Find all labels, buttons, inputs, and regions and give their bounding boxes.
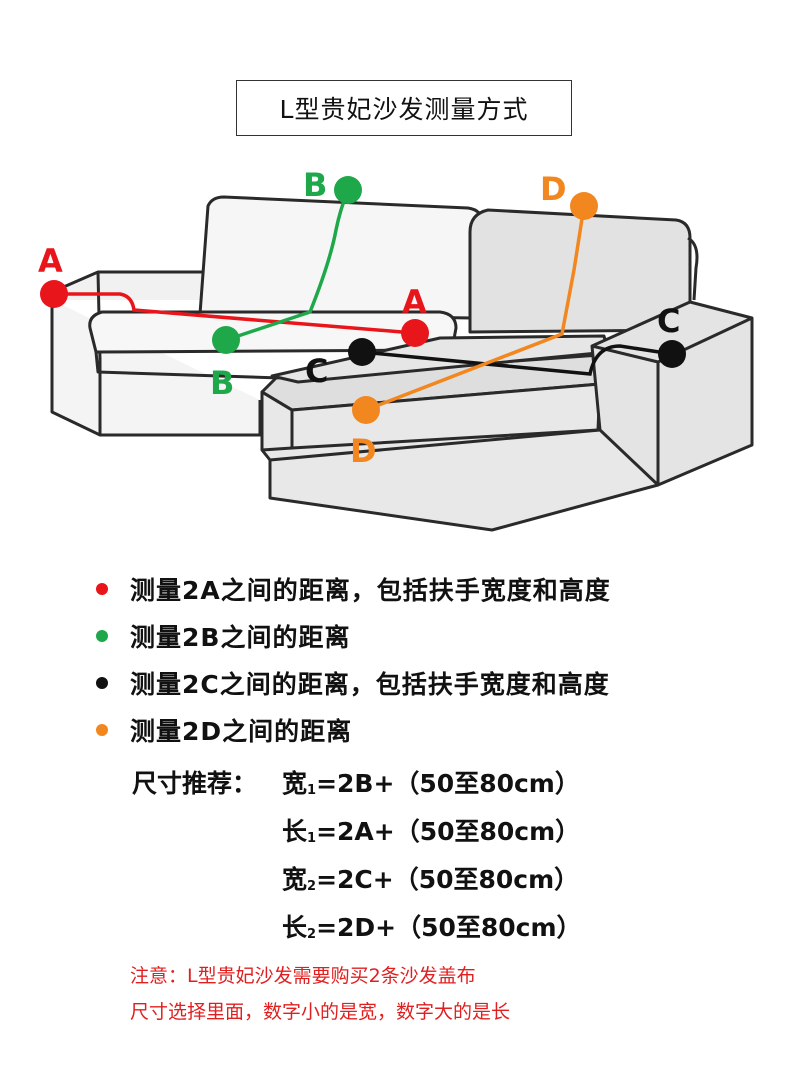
sofa-diagram: A A B B C C D D — [38, 166, 754, 532]
formula-row: 尺寸推荐： 宽1=2B+（50至80cm） — [132, 758, 582, 806]
size-recommendation: 尺寸推荐： 宽1=2B+（50至80cm） 长1=2A+（50至80cm） 宽2… — [132, 758, 582, 950]
legend-item: 测量2C之间的距离，包括扶手宽度和高度 — [96, 659, 611, 706]
green-dot-icon — [96, 629, 108, 642]
dot-c-right — [658, 340, 686, 368]
line-b — [225, 189, 350, 342]
formula-row: 长1=2A+（50至80cm） — [132, 806, 582, 854]
label-b-top: B — [303, 166, 327, 204]
legend-item: 测量2B之间的距离 — [96, 612, 611, 659]
legend-text: 测量2A之间的距离，包括扶手宽度和高度 — [130, 575, 611, 605]
page-title: L型贵妃沙发测量方式 — [236, 80, 572, 136]
black-dot-icon — [96, 676, 108, 689]
dot-d-top — [570, 192, 598, 220]
label-c-left: C — [305, 352, 328, 390]
note-line-1: 注意：L型贵妃沙发需要购买2条沙发盖布 — [130, 964, 476, 987]
line-c — [361, 344, 673, 376]
legend-text: 测量2C之间的距离，包括扶手宽度和高度 — [130, 669, 610, 699]
legend-item: 测量2A之间的距离，包括扶手宽度和高度 — [96, 565, 611, 612]
legend-item: 测量2D之间的距离 — [96, 706, 611, 753]
formula-row: 长2=2D+（50至80cm） — [132, 902, 582, 950]
legend-text: 测量2B之间的距离 — [130, 622, 351, 652]
dot-b-bottom — [212, 326, 240, 354]
red-dot-icon — [96, 582, 108, 595]
line-a — [54, 292, 415, 335]
formula: 长2=2D+（50至80cm） — [282, 913, 582, 942]
formula: 宽1=2B+（50至80cm） — [282, 769, 580, 798]
formula-row: 宽2=2C+（50至80cm） — [132, 854, 582, 902]
label-d-top: D — [540, 170, 567, 208]
label-d-bottom: D — [350, 432, 377, 470]
dot-a-left — [40, 280, 68, 308]
dot-c-left — [348, 338, 376, 366]
dot-a-right — [401, 319, 429, 347]
left-armrest — [50, 270, 210, 300]
dot-d-bottom — [352, 396, 380, 424]
label-c-right: C — [657, 302, 680, 340]
legend: 测量2A之间的距离，包括扶手宽度和高度 测量2B之间的距离 测量2C之间的距离，… — [96, 565, 611, 753]
label-a-right: A — [402, 283, 427, 321]
note: 注意：L型贵妃沙发需要购买2条沙发盖布 尺寸选择里面，数字小的是宽，数字大的是长 — [130, 956, 510, 1028]
formula: 宽2=2C+（50至80cm） — [282, 865, 580, 894]
recommendation-label: 尺寸推荐： — [132, 769, 258, 798]
label-a-left: A — [38, 242, 63, 280]
note-line-2: 尺寸选择里面，数字小的是宽，数字大的是长 — [130, 1000, 511, 1023]
orange-dot-icon — [96, 723, 108, 736]
label-b-bottom: B — [210, 364, 234, 402]
line-d — [365, 205, 586, 412]
legend-text: 测量2D之间的距离 — [130, 716, 353, 746]
formula: 长1=2A+（50至80cm） — [282, 817, 581, 846]
dot-b-top — [334, 176, 362, 204]
